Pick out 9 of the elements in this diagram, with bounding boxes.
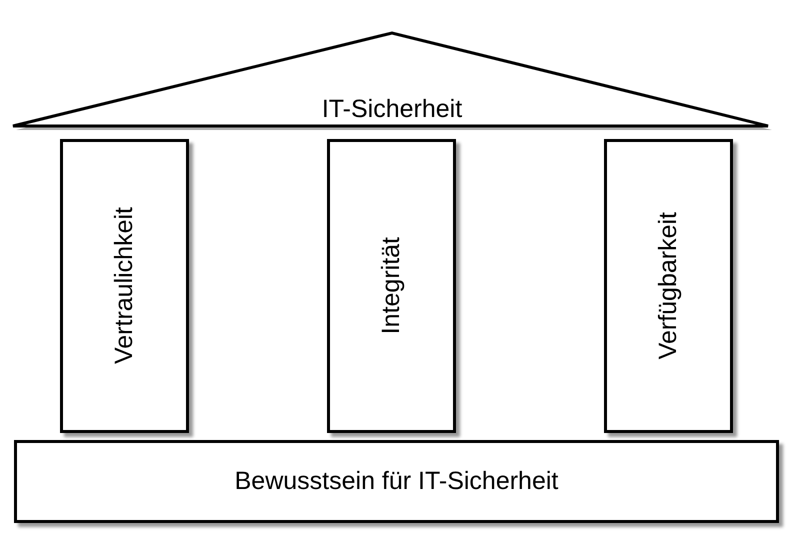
pillar-label: Integrität bbox=[377, 237, 406, 335]
pillar-label: Vertraulichkeit bbox=[110, 207, 139, 365]
foundation-label: Bewusstsein für IT-Sicherheit bbox=[234, 467, 558, 496]
pillar-label: Verfügbarkeit bbox=[654, 212, 683, 360]
pillar-box bbox=[327, 139, 456, 433]
pillar-box bbox=[60, 139, 189, 433]
foundation-box bbox=[14, 440, 779, 523]
roof-label: IT-Sicherheit bbox=[322, 95, 462, 124]
pillar-box bbox=[604, 139, 733, 433]
